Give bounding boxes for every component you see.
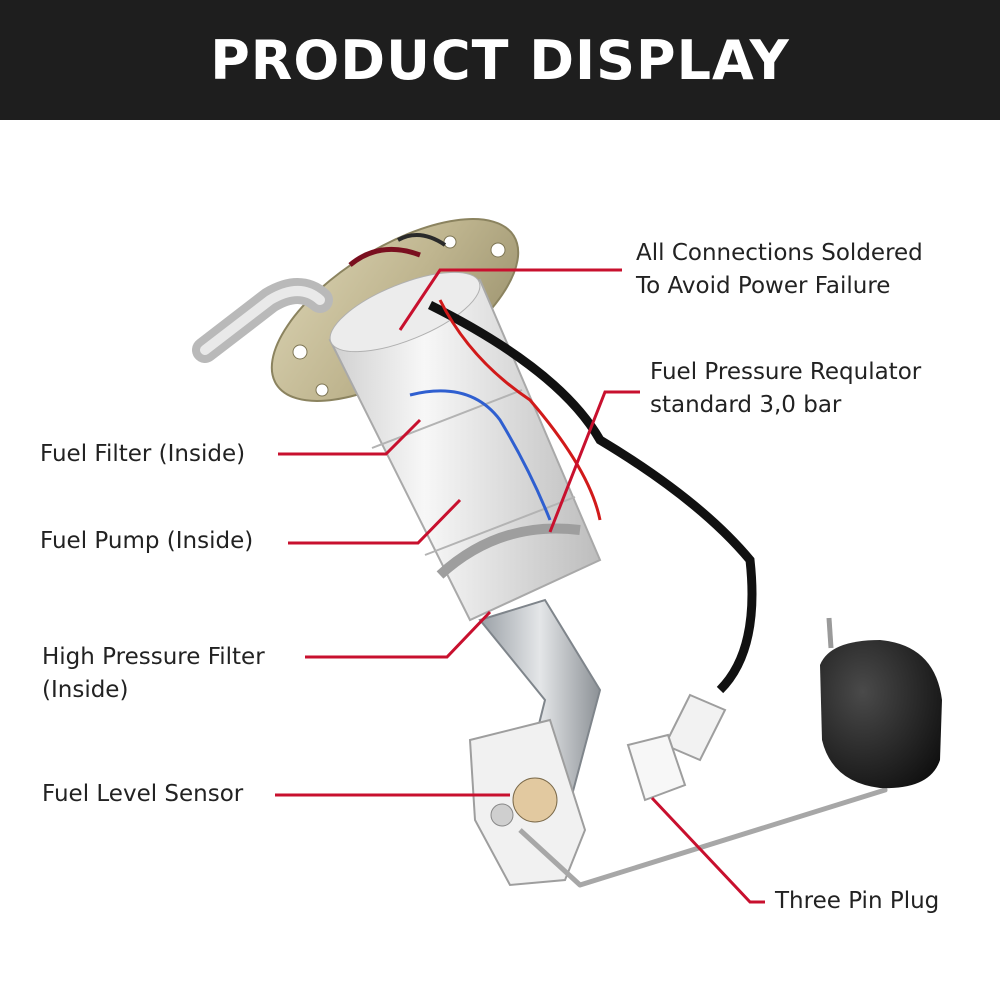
callout-high-pressure-filter: High Pressure Filter (Inside) [42, 641, 265, 707]
callout-connections: All Connections Soldered To Avoid Power … [636, 237, 923, 303]
callout-fuel-pump: Fuel Pump (Inside) [40, 528, 254, 554]
callout-line-high-pressure [305, 610, 492, 659]
wiring [348, 233, 757, 694]
three-pin-plug [626, 693, 727, 802]
callout-lines [275, 268, 765, 904]
callout-high-pressure-line2: (Inside) [42, 677, 129, 703]
callout-three-pin-plug: Three Pin Plug [775, 888, 940, 914]
level-sensor-body [468, 718, 587, 887]
callout-regulator-line2: standard 3,0 bar [650, 392, 842, 418]
callout-line-connections [398, 268, 622, 331]
callout-fuel-level-sensor: Fuel Level Sensor [42, 781, 244, 807]
pump-body [328, 271, 602, 622]
callout-regulator-line1: Fuel Pressure Requlator [650, 359, 922, 385]
header-banner: PRODUCT DISPLAY [0, 0, 1000, 120]
callout-fuel-filter: Fuel Filter (Inside) [40, 441, 246, 467]
callout-line-regulator [548, 390, 640, 533]
callout-line-pump [288, 498, 462, 545]
callout-connections-line2: To Avoid Power Failure [636, 273, 891, 299]
product-illustration [192, 218, 942, 904]
callout-high-pressure-line1: High Pressure Filter [42, 644, 265, 670]
page-title: PRODUCT DISPLAY [210, 28, 790, 92]
callout-connections-line1: All Connections Soldered [636, 240, 923, 266]
callout-line-filter [278, 418, 422, 456]
float [820, 617, 942, 789]
outlet-tube [192, 278, 333, 363]
callout-regulator: Fuel Pressure Requlator standard 3,0 bar [650, 356, 921, 422]
callout-line-plug [650, 796, 765, 904]
